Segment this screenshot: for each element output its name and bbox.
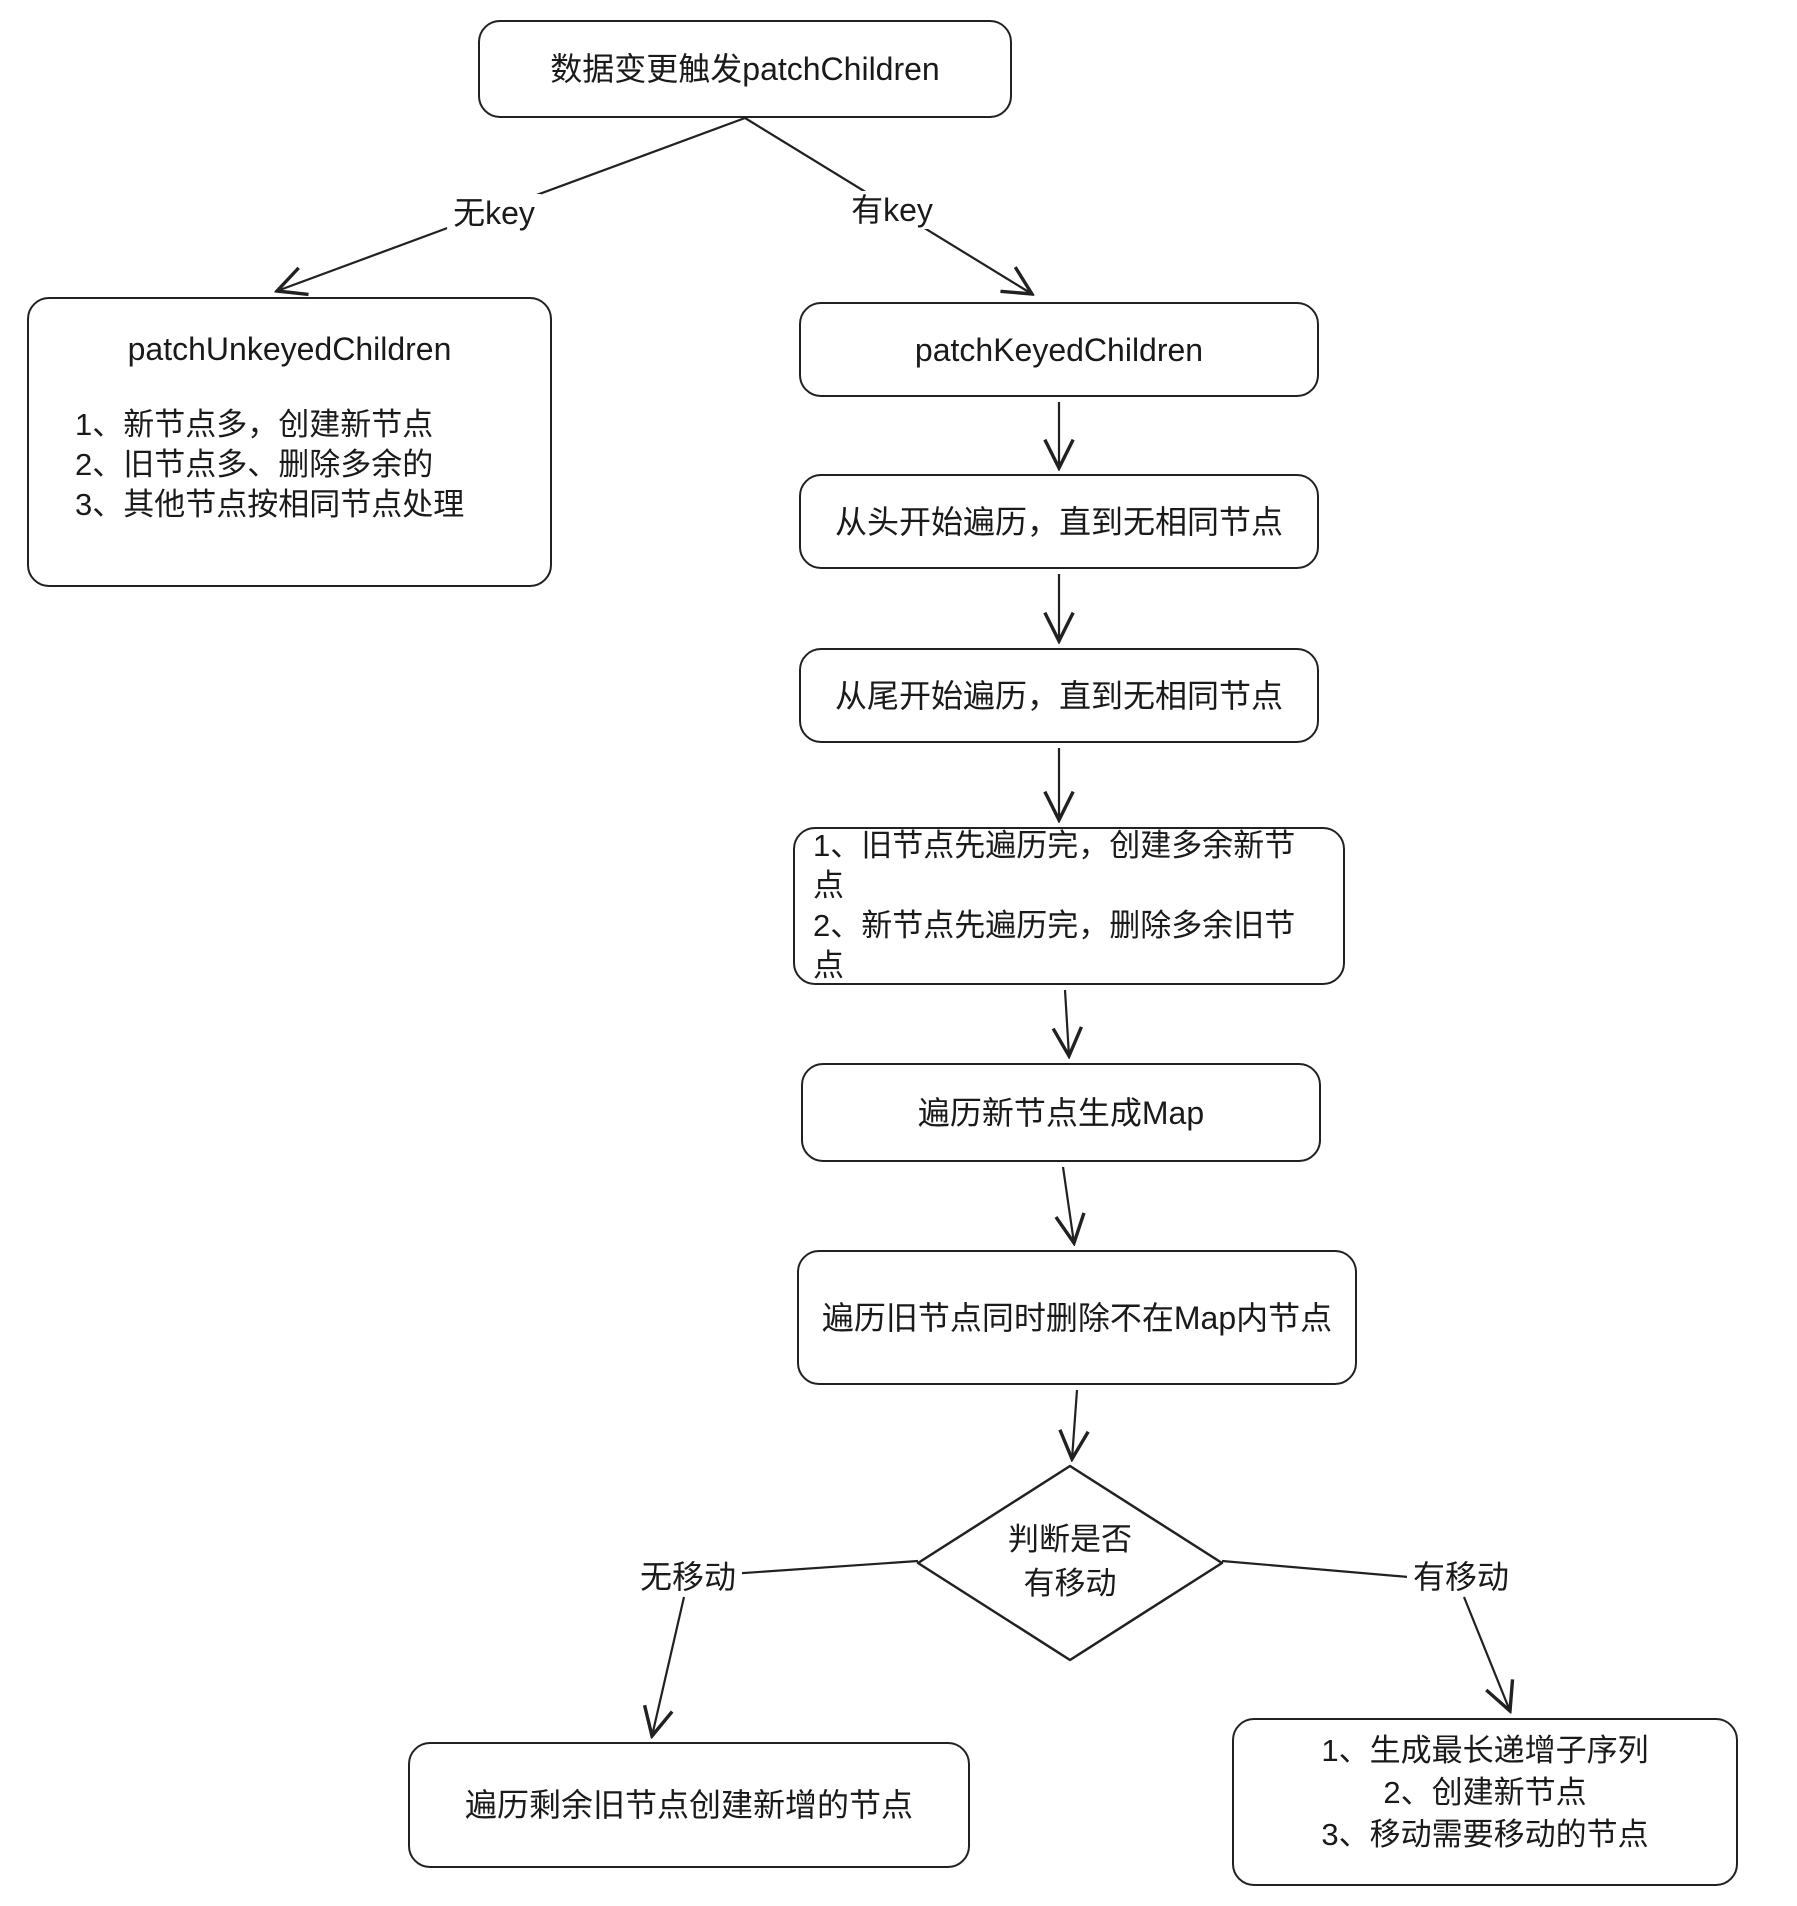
decision-diamond	[916, 1464, 1224, 1662]
node-patch-unkeyed: patchUnkeyedChildren 1、新节点多，创建新节点 2、旧节点多…	[27, 297, 552, 587]
edge-label-no-key: 无key	[447, 194, 541, 232]
node-prune-map: 遍历旧节点同时删除不在Map内节点	[797, 1250, 1357, 1385]
list-item: 2、旧节点多、删除多余的	[75, 447, 434, 482]
node-root: 数据变更触发patchChildren	[478, 20, 1012, 118]
node-patch-unkeyed-title: patchUnkeyedChildren	[127, 331, 452, 367]
edge-no-move-to-result	[652, 1596, 686, 1736]
decision-label-line: 判断是否	[1008, 1522, 1132, 1557]
edge-has-move-to-result	[1462, 1596, 1510, 1711]
list-item: 3、移动需要移动的节点	[1321, 1817, 1649, 1852]
list-item: 1、生成最长递增子序列	[1321, 1733, 1649, 1768]
node-has-move-result: 1、生成最长递增子序列 2、创建新节点 3、移动需要移动的节点	[1232, 1718, 1738, 1886]
node-build-map: 遍历新节点生成Map	[801, 1063, 1321, 1162]
list-item: 1、新节点多，创建新节点	[75, 407, 434, 442]
edge-label-has-key: 有key	[845, 191, 939, 229]
list-item: 2、新节点先遍历完，删除多余旧节点	[813, 908, 1296, 983]
edge-map-to-prune	[1063, 1166, 1074, 1243]
node-leftover-handling: 1、旧节点先遍历完，创建多余新节点 2、新节点先遍历完，删除多余旧节点	[793, 827, 1345, 985]
edge-leftover-to-map	[1065, 989, 1069, 1056]
node-no-move-result: 遍历剩余旧节点创建新增的节点	[408, 1742, 970, 1868]
edge-label-has-move: 有移动	[1406, 1558, 1516, 1596]
decision-label-line: 有移动	[1023, 1566, 1117, 1601]
node-patch-unkeyed-list: 1、新节点多，创建新节点 2、旧节点多、删除多余的 3、其他节点按相同节点处理	[29, 405, 550, 525]
edge-decision-to-has-move-label	[1221, 1559, 1421, 1580]
node-iterate-head: 从头开始遍历，直到无相同节点	[799, 474, 1319, 569]
node-iterate-tail: 从尾开始遍历，直到无相同节点	[799, 648, 1319, 743]
list-item: 1、旧节点先遍历完，创建多余新节点	[813, 828, 1296, 903]
edge-prune-to-decision	[1072, 1389, 1077, 1459]
decision-label: 判断是否 有移动	[940, 1518, 1200, 1606]
list-item: 2、创建新节点	[1383, 1775, 1587, 1810]
list-item: 3、其他节点按相同节点处理	[75, 487, 465, 522]
edge-label-no-move: 无移动	[633, 1558, 743, 1596]
node-patch-keyed: patchKeyedChildren	[799, 302, 1319, 397]
